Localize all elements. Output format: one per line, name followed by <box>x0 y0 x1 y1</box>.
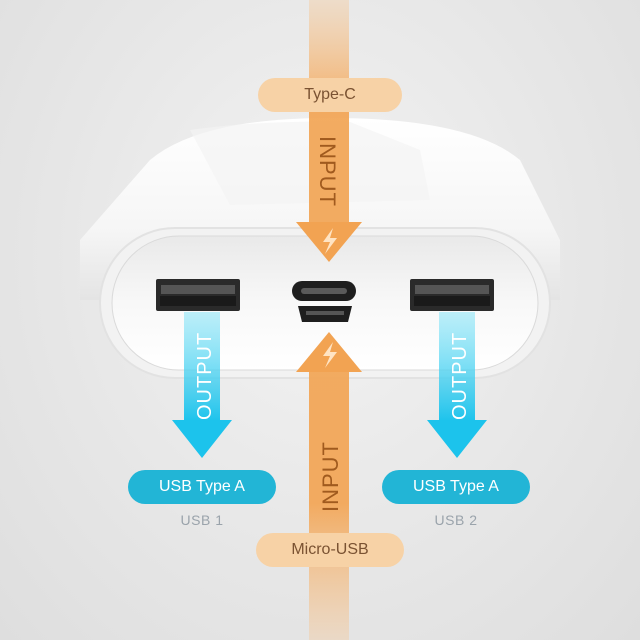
right-output-arrow <box>427 312 487 458</box>
bottom-input-text: INPUT <box>318 441 343 512</box>
bottom-input-arrow <box>296 332 362 640</box>
usb-port-1 <box>156 279 240 311</box>
left-output-text: OUTPUT <box>194 332 216 420</box>
type-c-label: Type-C <box>258 78 402 112</box>
right-output-text: OUTPUT <box>449 332 471 420</box>
usb-port-2 <box>410 279 494 311</box>
top-input-arrow <box>296 0 362 262</box>
top-input-text: INPUT <box>315 136 340 207</box>
usb-2-type-label: USB Type A <box>382 470 530 504</box>
micro-usb-label: Micro-USB <box>256 533 404 567</box>
usb-2-name: USB 2 <box>434 512 478 528</box>
left-output-arrow <box>172 312 232 458</box>
usb-1-type-label: USB Type A <box>128 470 276 504</box>
type-c-port <box>292 281 356 301</box>
usb-1-name: USB 1 <box>180 512 224 528</box>
micro-usb-port <box>298 306 352 322</box>
